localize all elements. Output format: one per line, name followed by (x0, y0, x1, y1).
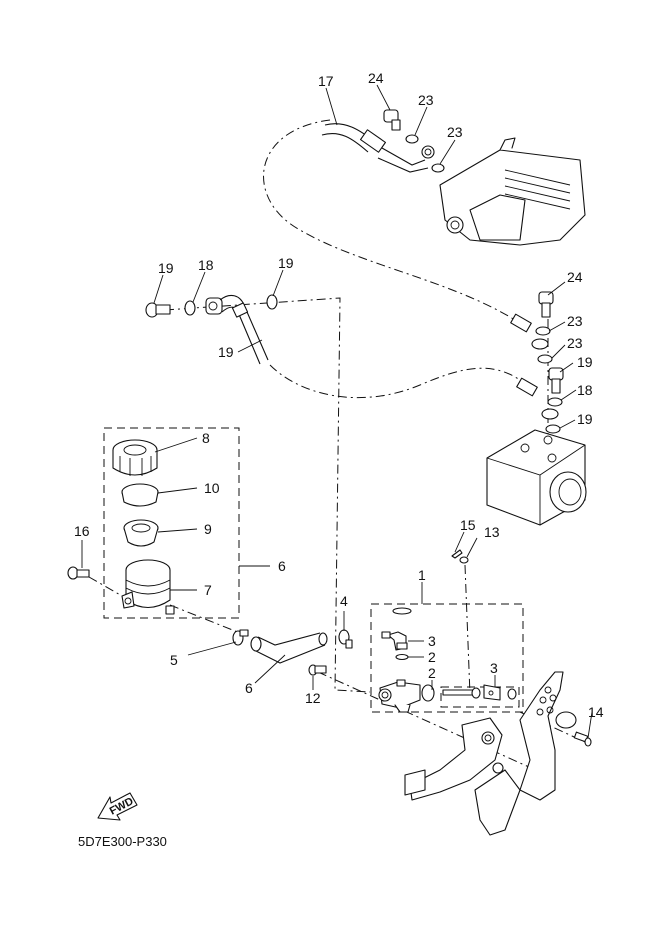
callout-17: 16 (74, 523, 90, 539)
callout-14: 13 (484, 524, 500, 540)
rear-caliper (439, 137, 586, 246)
assembly-box-8 (103, 427, 240, 619)
callout-6-right: 4 (340, 593, 348, 609)
hose-clamp-6-left (232, 629, 249, 646)
gasket-19-right-b (545, 424, 561, 434)
hose-route-hardware (164, 297, 371, 693)
gasket-23-top-a (405, 134, 419, 144)
callout-13: 12 (305, 690, 321, 706)
gasket-19-left-b (266, 294, 278, 310)
reservoir-hose-7 (250, 632, 328, 664)
reservoir-cap-10 (112, 439, 158, 476)
bolt-15 (573, 731, 592, 747)
callout-9: 7 (204, 582, 212, 598)
callouts: 17 24 23 23 19 18 19 19 24 23 23 19 18 1… (74, 70, 604, 720)
callout-3: 3 (490, 660, 498, 676)
screw-17 (67, 566, 90, 580)
callout-7: 6 (245, 680, 253, 696)
callout-16: 15 (460, 517, 476, 533)
callout-11: 9 (204, 521, 212, 537)
diaphragm-12 (121, 483, 159, 507)
callout-23-right-a: 23 (567, 313, 583, 329)
hose-fitting-18-end (510, 313, 549, 350)
footrest-bracket (519, 671, 577, 801)
callout-23-right-b: 23 (567, 335, 583, 351)
callout-2: 2 (428, 665, 436, 681)
callout-23-top-a: 23 (418, 92, 434, 108)
callout-19-left-b: 19 (278, 255, 294, 271)
boot-2 (421, 684, 435, 702)
callout-19-left-a: 18 (198, 257, 214, 273)
callout-22: 19 (218, 344, 234, 360)
reservoir-tank-9 (121, 559, 175, 615)
fwd-label: FWD (108, 795, 136, 817)
gasket-23-right-b (537, 354, 553, 364)
gasket-19-left-a (184, 300, 196, 316)
push-rod-3 (442, 684, 517, 701)
callout-19-right-a: 18 (577, 382, 593, 398)
callout-23-top-b: 23 (447, 124, 463, 140)
callout-20: 19 (577, 354, 593, 370)
callout-19-right-b: 19 (577, 411, 593, 427)
bolt-13 (308, 664, 327, 676)
callout-24-top: 24 (368, 70, 384, 86)
brake-hose-22 (205, 294, 269, 365)
bolt13-route (317, 671, 541, 773)
union-bolt-24-top (383, 109, 401, 131)
reservoir-route (169, 604, 241, 634)
union-bolt-21 (145, 302, 171, 318)
hose-route-22 (269, 364, 521, 399)
cotter-pin-16 (451, 549, 463, 559)
callout-1: 1 (418, 567, 426, 583)
o-ring-4 (395, 653, 409, 661)
brake-pedal (404, 717, 521, 836)
callout-4: 2 (428, 649, 436, 665)
gasket-23-right-a (535, 326, 551, 336)
brake-hose-18 (321, 123, 435, 173)
hose-fitting-22-end (516, 377, 559, 420)
callout-5: 3 (428, 633, 436, 649)
linkage-route (464, 564, 471, 696)
gasket-23-top-b (431, 163, 445, 173)
reference-code: 5D7E300-P330 (78, 834, 167, 849)
callout-8: 6 (278, 558, 286, 574)
callout-6-left: 5 (170, 652, 178, 668)
screw-17-route (88, 576, 123, 597)
master-cylinder-body (378, 679, 421, 713)
callout-12: 10 (204, 480, 220, 496)
callout-15: 14 (588, 704, 604, 720)
union-bolt-24-right (538, 291, 554, 318)
callout-21: 19 (158, 260, 174, 276)
union-bolt-20 (548, 367, 564, 394)
callout-10: 8 (202, 430, 210, 446)
gasket-19-right-a (547, 397, 563, 407)
leader-lines (81, 84, 593, 739)
callout-18: 17 (318, 73, 334, 89)
hose-route-18 (263, 119, 516, 321)
diaphragm-holder-11 (123, 519, 159, 547)
hose-clamp-6-right (338, 629, 353, 649)
assembly-box-3 (440, 686, 520, 708)
callout-24-right: 24 (567, 269, 583, 285)
hydraulic-unit (486, 429, 587, 526)
washer-14 (459, 556, 469, 564)
hose-joint-5 (381, 631, 408, 651)
fwd-arrow-icon: FWD (97, 792, 138, 821)
circlip (392, 607, 412, 615)
